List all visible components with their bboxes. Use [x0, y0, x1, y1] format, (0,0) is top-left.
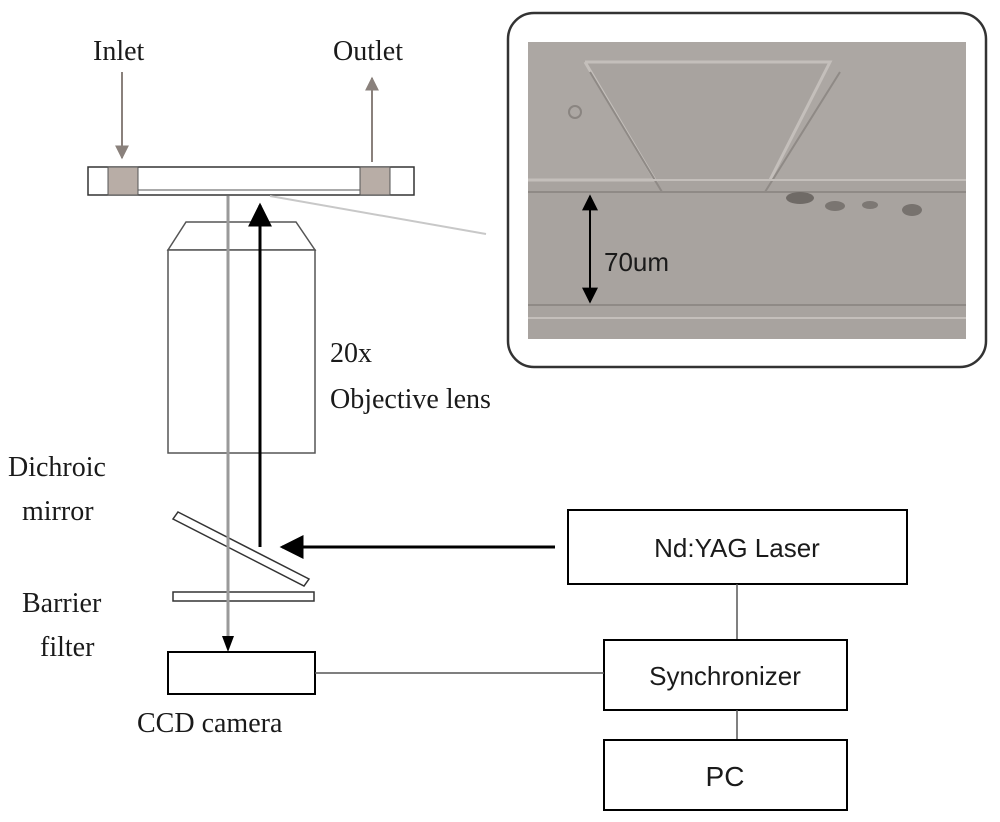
dichroic-label-line1: Dichroic	[8, 452, 106, 483]
scale-label: 70um	[604, 247, 669, 277]
synchronizer-box	[603, 639, 848, 711]
barrier-filter	[172, 591, 315, 602]
microfluidic-chip	[87, 166, 415, 196]
barrier-label-line2: filter	[40, 632, 95, 663]
barrier-label-line1: Barrier	[22, 588, 102, 619]
synchronizer-label: Synchronizer	[649, 661, 801, 691]
inlet-label: Inlet	[93, 36, 145, 67]
outlet-label: Outlet	[333, 36, 403, 67]
dichroic-mirror	[171, 511, 311, 587]
ccd-camera	[167, 651, 316, 695]
dichroic-label-line2: mirror	[22, 496, 94, 527]
laser-box	[567, 509, 908, 585]
objective-label: Objective lens	[330, 384, 491, 415]
emission-arrowhead	[222, 636, 234, 652]
micrograph-inset: 70um	[506, 11, 988, 369]
pc-label: PC	[706, 761, 745, 792]
laser-label: Nd:YAG Laser	[654, 533, 820, 563]
pc-box	[603, 739, 848, 811]
magnification-label: 20x	[330, 338, 372, 369]
inlet-port	[107, 166, 139, 196]
outlet-port	[359, 166, 391, 196]
zoom-line	[269, 195, 487, 235]
objective-lens	[166, 221, 317, 454]
ccd-label: CCD camera	[137, 708, 283, 739]
